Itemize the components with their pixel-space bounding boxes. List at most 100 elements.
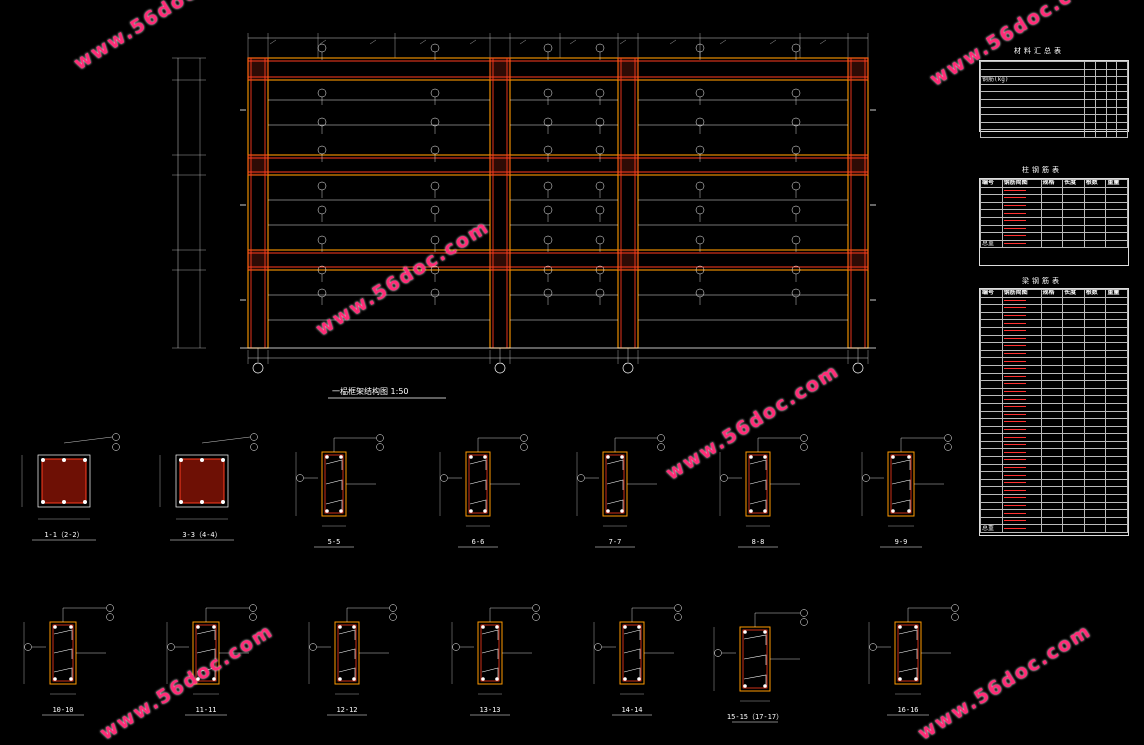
table-cell xyxy=(980,334,1003,344)
table-cell xyxy=(1001,326,1042,336)
table-cell xyxy=(1083,372,1107,382)
table-cell xyxy=(1105,380,1128,389)
table-cell xyxy=(1001,471,1042,480)
rebar-callout-circle xyxy=(595,181,605,191)
rebar-sketch-icon xyxy=(1003,421,1026,423)
table-cell xyxy=(1116,114,1128,123)
table-cell xyxy=(979,129,1086,138)
rebar-callout-circle xyxy=(389,604,397,612)
rebar-dot xyxy=(221,458,225,462)
rebar-callout-circle xyxy=(595,205,605,215)
table-cell xyxy=(1083,357,1107,366)
table-cell xyxy=(1040,410,1064,420)
rebar-dot xyxy=(196,677,200,681)
header-cell: 规格 xyxy=(1040,289,1064,298)
rebar-callout-circle xyxy=(250,433,258,441)
rebar-dot xyxy=(212,677,216,681)
rebar-dot xyxy=(481,625,485,629)
callout-leader xyxy=(201,436,251,444)
table-cell xyxy=(980,380,1003,389)
table-cell xyxy=(1116,98,1128,108)
column-section: 1-1（2-2） xyxy=(21,433,120,541)
table-row xyxy=(979,114,1128,123)
rebar-hook xyxy=(481,629,499,640)
table-row xyxy=(980,471,1128,480)
table-cell xyxy=(1083,364,1107,374)
table-cell xyxy=(1062,319,1085,328)
rebar-hook xyxy=(743,634,767,645)
table-cell xyxy=(1105,319,1128,328)
table-cell xyxy=(1001,372,1042,382)
table-cell xyxy=(1001,239,1042,249)
rebar-sketch-icon xyxy=(1003,444,1026,446)
table-cell xyxy=(980,448,1003,458)
rebar-callout-circle xyxy=(695,235,705,245)
rebar-callout-circle xyxy=(543,145,553,155)
section-outline xyxy=(602,451,628,517)
rebar-dot xyxy=(41,458,45,462)
table-cell xyxy=(1040,239,1064,249)
rebar-sketch-icon xyxy=(1003,459,1026,461)
table-cell xyxy=(1105,114,1118,123)
table-cell xyxy=(980,364,1003,374)
table-cell xyxy=(1083,433,1107,442)
header-cell: 钢筋简图 xyxy=(1001,179,1042,188)
table-cell xyxy=(1105,349,1128,359)
rebar-callout-circle xyxy=(317,235,327,245)
table-cell xyxy=(1040,402,1064,412)
table-cell xyxy=(1062,296,1085,306)
table-cell xyxy=(1083,186,1107,196)
rebar-callout-circle xyxy=(430,205,440,215)
rebar-dot xyxy=(637,625,641,629)
table-cell xyxy=(1001,494,1042,503)
table-cell xyxy=(1116,106,1128,116)
table-cell xyxy=(980,433,1003,442)
table-cell xyxy=(1083,319,1107,328)
table-cell xyxy=(1040,186,1064,196)
table-cell xyxy=(1062,380,1085,389)
frame-elevation xyxy=(172,33,876,374)
table-cell xyxy=(1105,456,1128,465)
rebar-callout-circle xyxy=(317,88,327,98)
table-cell xyxy=(1105,486,1128,496)
table-cell xyxy=(1001,440,1042,450)
table-cell xyxy=(980,440,1003,450)
beam-column-joint xyxy=(489,249,511,271)
rebar-callout-circle xyxy=(389,613,397,621)
dimension-tick xyxy=(569,39,577,45)
table-cell xyxy=(1105,76,1118,85)
rebar-callout-circle xyxy=(376,434,384,442)
table-row xyxy=(980,304,1128,313)
rebar-dot xyxy=(53,625,57,629)
table-cell xyxy=(980,319,1003,328)
table-cell xyxy=(1105,201,1128,211)
table-cell xyxy=(1095,114,1107,123)
rebar-hook xyxy=(606,479,624,490)
table-cell xyxy=(1062,232,1085,241)
table-cell xyxy=(1105,494,1128,503)
rebar-callout-circle xyxy=(800,434,808,442)
section-label: 3-3（4-4） xyxy=(182,531,221,539)
rebar-callout-circle xyxy=(543,43,553,53)
table-cell xyxy=(980,296,1003,306)
header-cell: 长度 xyxy=(1062,289,1085,298)
rebar-sketch-icon xyxy=(1003,299,1026,301)
grid-axis-bubble xyxy=(622,362,634,374)
table-cell xyxy=(1062,463,1085,473)
section-label: 5-5 xyxy=(328,538,341,546)
rebar-sketch-icon xyxy=(1003,428,1026,430)
rebar-hook xyxy=(898,667,918,678)
table-row xyxy=(980,209,1128,218)
table-cell xyxy=(1116,68,1128,78)
table-cell xyxy=(1001,486,1042,496)
table-cell xyxy=(1083,516,1107,526)
table-cell xyxy=(1040,209,1064,218)
rebar-callout-circle xyxy=(595,235,605,245)
beam-column-joint xyxy=(247,249,269,271)
rebar-dot xyxy=(221,500,225,504)
rebar-callout-circle xyxy=(674,604,682,612)
table-cell xyxy=(1084,129,1097,138)
rebar-hook xyxy=(53,667,73,678)
rebar-callout-circle xyxy=(594,643,602,651)
rebar-dot xyxy=(483,509,487,513)
